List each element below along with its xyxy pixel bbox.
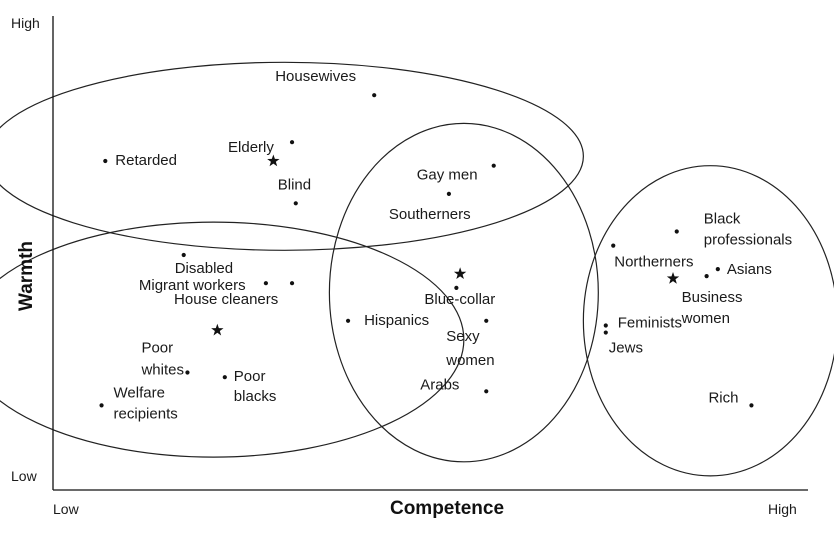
label-southerners: Southerners: [389, 206, 471, 223]
point-hispanics: [345, 318, 351, 323]
point-blind: [293, 201, 298, 206]
x-tick-high: High: [768, 501, 797, 517]
label-gay-men: Gay men: [417, 167, 478, 184]
point-asians: [715, 267, 720, 272]
cluster-ellipse-2: [0, 221, 465, 458]
cluster-ellipse-4: [582, 165, 834, 477]
point-housewives: [372, 93, 377, 98]
point-jews: [603, 330, 608, 335]
point-migrant-workers: [263, 281, 268, 286]
label-house-cleaners: House cleaners: [174, 291, 278, 308]
label-blind: Blind: [278, 176, 311, 193]
y-tick-low: Low: [11, 468, 38, 484]
data-points: [99, 93, 754, 408]
label-disabled: Disabled: [175, 260, 233, 277]
point-sexy-women: [484, 318, 489, 323]
centroid-star-icon-1: [267, 154, 280, 167]
point-rich: [749, 403, 754, 408]
label-arabs: Arabs: [420, 376, 459, 393]
point-welfare-recipients: [99, 403, 104, 408]
axes: High Low Low High Competence Warmth: [11, 15, 808, 519]
label-feminists: Feminists: [618, 315, 682, 332]
point-northerners: [611, 243, 616, 248]
y-tick-high: High: [11, 15, 40, 31]
cluster-ellipse-1: [0, 61, 584, 251]
point-blue-collar: [454, 285, 459, 290]
label-rich: Rich: [708, 389, 738, 406]
cluster-ellipses: [0, 61, 834, 477]
centroid-star-icon-4: [666, 272, 680, 284]
point-feminists: [603, 323, 608, 328]
label-housewives: Housewives: [275, 68, 356, 85]
label-asians: Asians: [727, 261, 772, 278]
label-retarded: Retarded: [115, 152, 177, 169]
point-poor-whites: [185, 370, 190, 375]
centroid-star-icon-2: [211, 323, 224, 336]
point-gay-men: [491, 163, 496, 168]
point-southerners: [446, 191, 452, 196]
label-jews: Jews: [609, 340, 643, 357]
point-business-women: [704, 274, 709, 279]
point-retarded: [103, 158, 108, 164]
point-disabled: [181, 252, 186, 258]
label-blue-collar: Blue-collar: [424, 291, 495, 308]
point-arabs: [484, 389, 489, 394]
point-labels: HousewivesElderlyRetardedBlindDisabledMi…: [114, 68, 793, 422]
x-axis-title: Competence: [390, 498, 504, 519]
x-tick-low: Low: [53, 501, 80, 517]
point-elderly: [289, 140, 295, 145]
label-hispanics: Hispanics: [364, 312, 429, 329]
point-house-cleaners: [289, 281, 295, 286]
label-northerners: Northerners: [614, 254, 693, 271]
point-poor-blacks: [222, 375, 227, 380]
centroid-star-icon-3: [453, 267, 467, 280]
label-elderly: Elderly: [228, 139, 274, 156]
cluster-ellipse-3: [328, 122, 599, 463]
label-migrant-workers: Migrant workers: [139, 277, 246, 294]
point-black-professionals: [674, 229, 679, 234]
y-axis-title: Warmth: [16, 241, 37, 311]
